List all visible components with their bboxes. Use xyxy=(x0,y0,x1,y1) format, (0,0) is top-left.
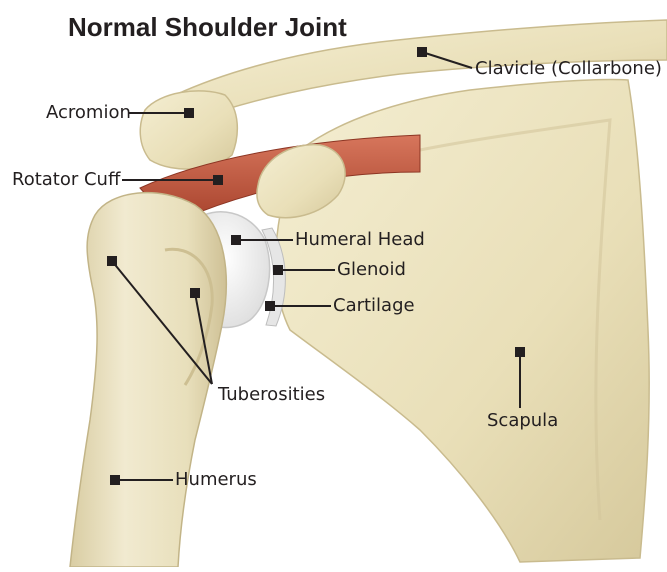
label-humeral-head: Humeral Head xyxy=(295,229,425,251)
tuberosity-marker-2 xyxy=(190,288,200,298)
humeral-head-marker xyxy=(231,235,241,245)
label-cartilage: Cartilage xyxy=(333,295,415,317)
label-humerus: Humerus xyxy=(175,469,257,491)
humerus-shape xyxy=(70,193,226,567)
label-acromion: Acromion xyxy=(46,102,131,124)
label-tuberosities: Tuberosities xyxy=(218,384,325,406)
rotator-cuff-marker xyxy=(213,175,223,185)
scapula-marker xyxy=(515,347,525,357)
label-scapula: Scapula xyxy=(487,410,558,432)
label-clavicle: Clavicle (Collarbone) xyxy=(475,58,662,80)
diagram-title: Normal Shoulder Joint xyxy=(68,12,347,43)
humerus-marker xyxy=(110,475,120,485)
acromion-shape xyxy=(140,91,237,169)
clavicle-marker xyxy=(417,47,427,57)
cartilage-marker xyxy=(265,301,275,311)
label-rotator-cuff: Rotator Cuff xyxy=(12,169,120,191)
glenoid-marker xyxy=(273,265,283,275)
tuberosity-marker-1 xyxy=(107,256,117,266)
acromion-marker xyxy=(184,108,194,118)
label-glenoid: Glenoid xyxy=(337,259,406,281)
